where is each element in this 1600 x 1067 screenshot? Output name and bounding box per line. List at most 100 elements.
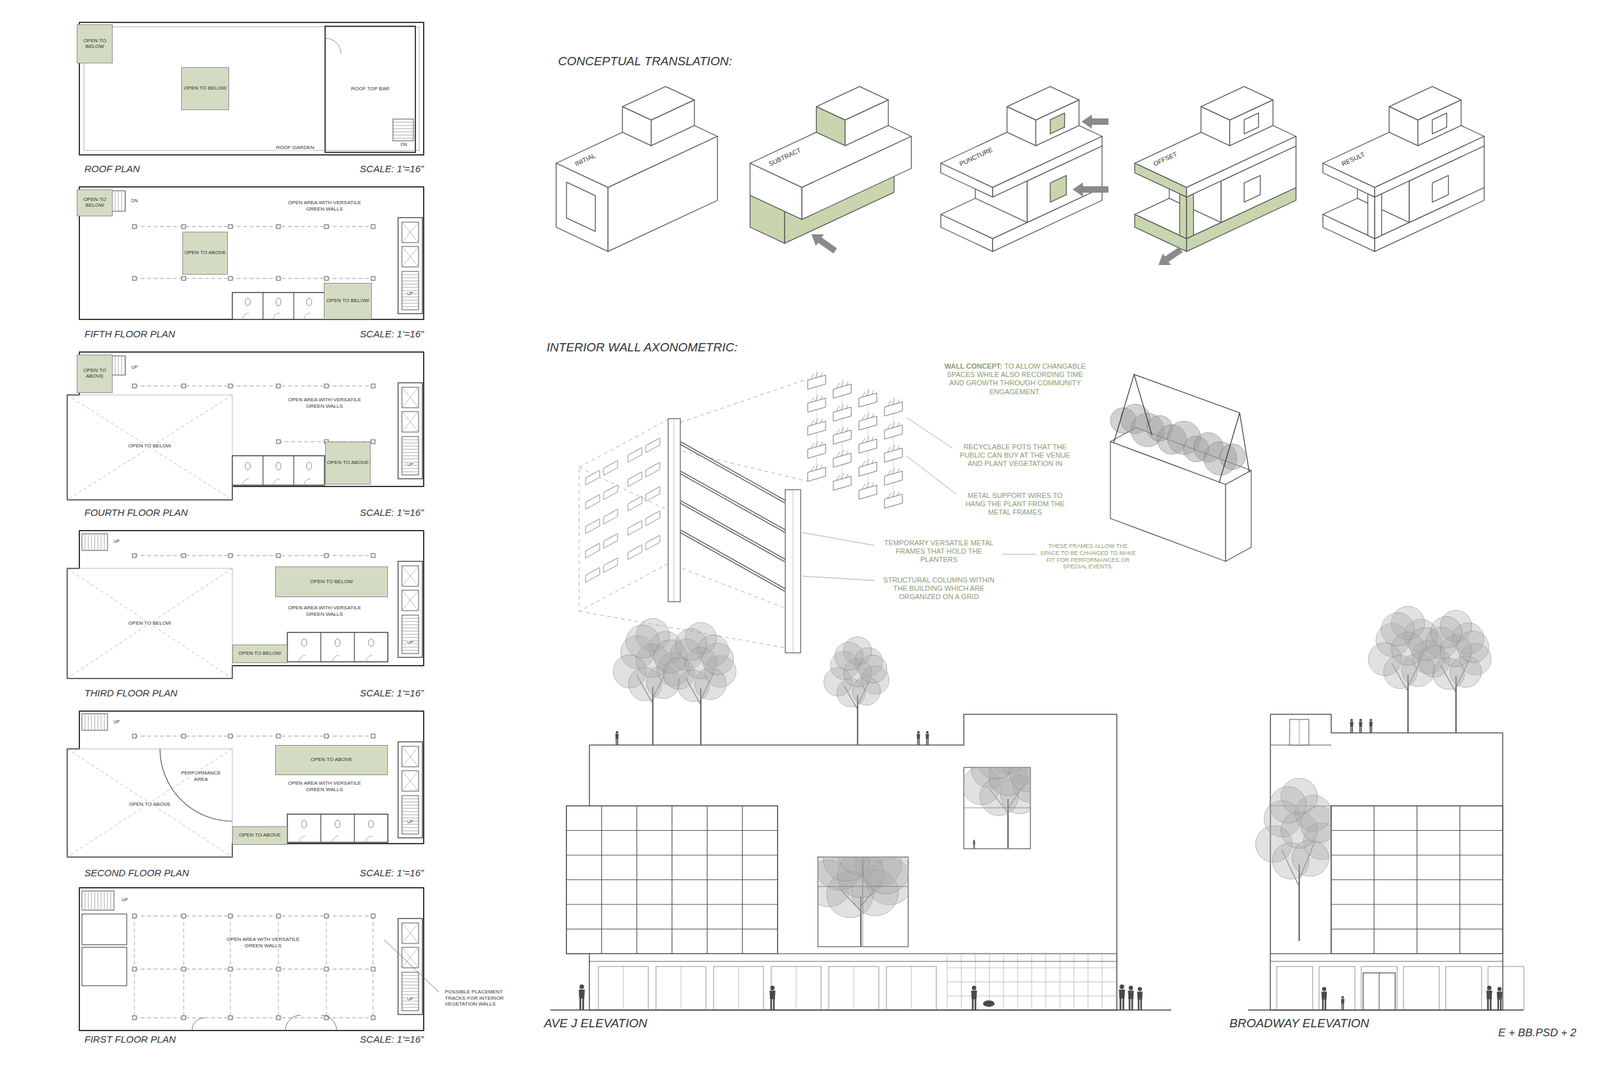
stair [81, 533, 108, 551]
wall-pot [627, 544, 642, 560]
line-stroke [401, 808, 419, 809]
line-stroke [947, 967, 1117, 969]
elevator [401, 590, 419, 611]
line-stroke [836, 474, 840, 480]
line-stroke [384, 939, 440, 992]
wall-pot [585, 567, 600, 583]
line-stroke [550, 1009, 1172, 1011]
person-head [926, 730, 929, 734]
line-stroke [887, 446, 891, 452]
column [371, 913, 376, 918]
toilet-block [232, 455, 325, 486]
label-box: WALL CONCEPT:TO ALLOW CHANGABLE SPACES W… [940, 362, 1090, 397]
line-stroke [134, 278, 374, 280]
line-stroke [401, 455, 419, 457]
line-stroke [91, 713, 93, 731]
block-face [1134, 163, 1187, 198]
recyclable-pot [807, 444, 826, 459]
stair-label: UP [407, 640, 414, 645]
line-stroke [630, 497, 640, 503]
column [132, 913, 137, 918]
line-stroke [680, 472, 786, 532]
label-box: INTERIOR WALL AXONOMETRIC: [546, 340, 867, 356]
person-head [1350, 718, 1353, 722]
block-label: RESULT [1340, 150, 1366, 168]
person-leg [926, 738, 928, 745]
tree-foliage [625, 624, 660, 658]
line-stroke [134, 968, 374, 970]
line-stroke [401, 637, 419, 639]
frame-post [785, 489, 801, 653]
toilet-fixture [306, 462, 312, 470]
scale-note: SCALE: 1’=16” [359, 506, 424, 518]
toilet-fixture [245, 298, 251, 306]
open-void-box: OPEN TO BELOW [275, 566, 388, 598]
line-stroke [401, 1007, 419, 1008]
line-stroke [353, 632, 355, 662]
dog [983, 1000, 995, 1007]
person-body [1118, 989, 1126, 999]
scale-note: SCALE: 1’=16” [359, 867, 424, 879]
block-face [1036, 99, 1080, 146]
entrance-door [1363, 972, 1396, 1010]
line-stroke [871, 459, 874, 464]
person-body [615, 733, 619, 739]
wall-pot [645, 437, 660, 453]
label-box: UP [403, 819, 418, 825]
line-stroke [862, 483, 866, 489]
line-stroke [820, 418, 823, 424]
block-face [566, 182, 596, 232]
label-box: AVE J ELEVATION [544, 1016, 800, 1032]
person-head [1322, 986, 1327, 991]
room-box: ROOF TOP BAR [324, 25, 416, 153]
column [132, 734, 137, 738]
line-stroke [796, 966, 797, 1010]
storefront [713, 966, 764, 1010]
wall-pot [645, 462, 660, 477]
line-stroke [680, 442, 786, 502]
label-box: PUNCTURE [958, 136, 1014, 169]
line-stroke [897, 491, 900, 496]
line-stroke [871, 482, 874, 488]
floor-plan: FIRST FLOOR PLAN [79, 887, 424, 1031]
frame-post [668, 418, 681, 602]
line-stroke [887, 469, 891, 475]
column [276, 384, 281, 388]
block-face [940, 214, 993, 252]
storefront [598, 966, 649, 1010]
room [81, 947, 127, 986]
line-stroke [401, 618, 419, 619]
line-stroke [630, 472, 640, 479]
label-box: SCALE: 1’=16” [282, 1033, 424, 1046]
tree [1255, 778, 1341, 941]
wall-pot [603, 558, 618, 573]
person-body [769, 990, 776, 1000]
person-leg [615, 738, 617, 745]
window-tree [817, 856, 909, 947]
wall-pot [627, 520, 642, 536]
plan-outline [79, 887, 424, 1031]
toilet-fixture [335, 819, 341, 828]
ave-j-elevation [550, 618, 1172, 1010]
line-stroke [401, 471, 419, 473]
line-stroke [648, 439, 658, 445]
person-body [1127, 990, 1134, 1000]
block-face [1230, 99, 1274, 146]
label-box: OPEN TO BELOW [117, 442, 182, 450]
line-stroke [97, 713, 99, 731]
column [181, 276, 186, 281]
line-stroke [815, 417, 818, 425]
person-leg [773, 998, 776, 1010]
stair [401, 615, 419, 654]
line-stroke [401, 817, 419, 819]
wall-pot [603, 460, 618, 476]
line-stroke [401, 922, 419, 944]
column [132, 224, 137, 229]
line-stroke [840, 426, 844, 434]
elevator [401, 246, 419, 267]
elevator [401, 411, 419, 432]
line-stroke [401, 439, 419, 441]
line-stroke [401, 446, 419, 447]
section-title: CONCEPTUAL TRANSLATION: [558, 54, 733, 68]
column [132, 1015, 137, 1020]
